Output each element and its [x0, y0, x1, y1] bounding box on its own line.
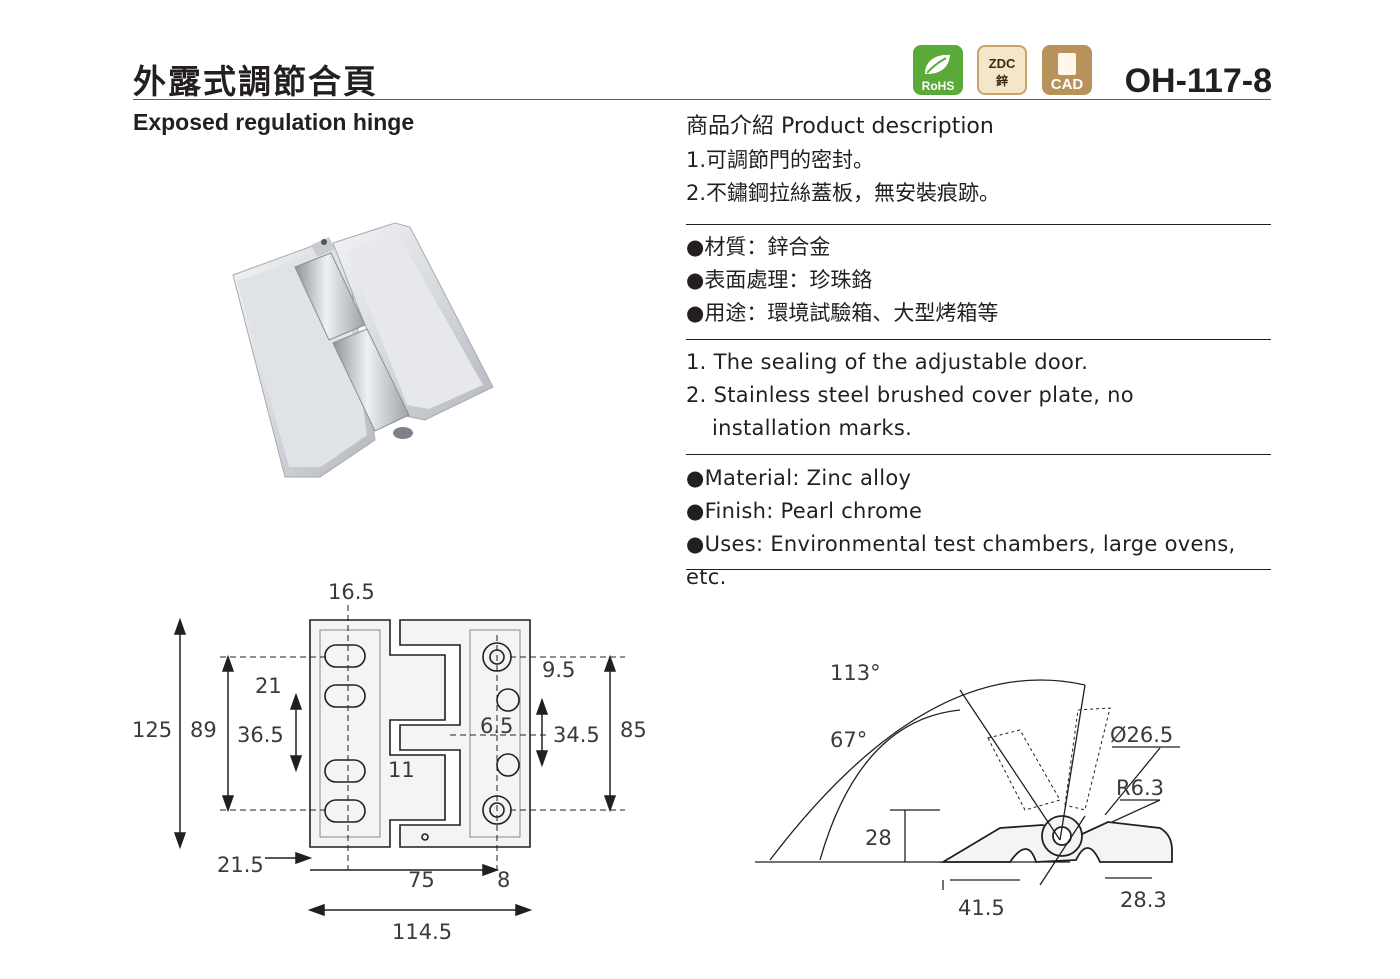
en-feature-item: 2. Stainless steel brushed cover plate, …: [686, 383, 1134, 407]
section-divider: [686, 224, 1271, 225]
angle-label: 67°: [830, 728, 867, 752]
dimension-label: 16.5: [328, 580, 375, 604]
zdc-badge-sublabel: 鋅: [995, 74, 1008, 88]
dimension-label: 75: [408, 868, 435, 892]
en-spec-item: ●Material: Zinc alloy: [686, 466, 912, 490]
dimension-label: 85: [620, 718, 647, 742]
zh-spec-item: ●用途：環境試驗箱、大型烤箱等: [686, 301, 999, 325]
rohs-badge-label: RoHS: [921, 79, 955, 93]
dimension-label: 21: [255, 674, 282, 698]
cad-badge: CAD: [1042, 45, 1092, 95]
zh-spec-item: ●表面處理：珍珠鉻: [686, 268, 873, 292]
page-title-chinese: 外露式調節合頁: [133, 62, 378, 101]
dimension-label: Ø26.5: [1110, 723, 1173, 747]
en-features-block: 1. The sealing of the adjustable door. 2…: [686, 346, 1271, 445]
page-title-english: Exposed regulation hinge: [133, 109, 415, 135]
zh-spec-item: ●材質：鋅合金: [686, 235, 831, 259]
dimension-label: 6.5: [480, 714, 513, 738]
en-feature-item: 1. The sealing of the adjustable door.: [686, 350, 1089, 374]
rohs-badge: RoHS: [913, 45, 963, 95]
front-view-drawing: 16.5 125 89 36.5 21 11 9.5 6.5 34.5 85 2…: [132, 580, 647, 944]
dimension-label: 34.5: [553, 723, 600, 747]
zh-specs-block: ●材質：鋅合金 ●表面處理：珍珠鉻 ●用途：環境試驗箱、大型烤箱等: [686, 231, 1271, 330]
dimension-label: 36.5: [237, 723, 284, 747]
dimension-label: 89: [190, 718, 217, 742]
dimension-label: 28.3: [1120, 888, 1167, 912]
zh-feature-item: 1.可調節門的密封。: [686, 148, 875, 172]
section-divider: [686, 569, 1271, 570]
angle-label: 113°: [830, 661, 881, 685]
document-icon: [1058, 53, 1076, 75]
side-view-drawing: 113° 67° Ø26.5 R6.3 28 41.5 28.3: [755, 661, 1180, 920]
dimension-label: 28: [865, 826, 892, 850]
description-heading-block: 商品介紹 Product description 1.可調節門的密封。 2.不鏽…: [686, 110, 1271, 210]
zh-feature-item: 2.不鏽鋼拉絲蓋板，無安裝痕跡。: [686, 181, 1001, 205]
en-spec-item: ●Uses: Environmental test chambers, larg…: [686, 532, 1236, 589]
cad-badge-label: CAD: [1050, 76, 1084, 93]
section-divider: [686, 339, 1271, 340]
dimension-label: 21.5: [217, 853, 264, 877]
dimension-label: 125: [132, 718, 172, 742]
en-spec-item: ●Finish: Pearl chrome: [686, 499, 923, 523]
section-divider: [686, 454, 1271, 455]
dimension-label: 114.5: [392, 920, 452, 944]
dimension-label: 9.5: [542, 658, 575, 682]
product-code: OH-117-8: [1124, 62, 1272, 100]
dimension-label: 41.5: [958, 896, 1005, 920]
header-divider: [133, 99, 1271, 100]
dimension-label: 11: [388, 758, 415, 782]
dimension-label: 8: [497, 868, 510, 892]
en-specs-block: ●Material: Zinc alloy ●Finish: Pearl chr…: [686, 462, 1271, 594]
hinge-product-image: [232, 222, 494, 478]
zdc-badge: ZDC 鋅: [977, 45, 1027, 95]
en-feature-item: installation marks.: [712, 416, 913, 440]
description-heading: 商品介紹 Product description: [686, 114, 994, 139]
zdc-badge-label: ZDC: [988, 56, 1016, 71]
leaf-icon: [925, 54, 950, 74]
dimension-label: R6.3: [1116, 776, 1164, 800]
